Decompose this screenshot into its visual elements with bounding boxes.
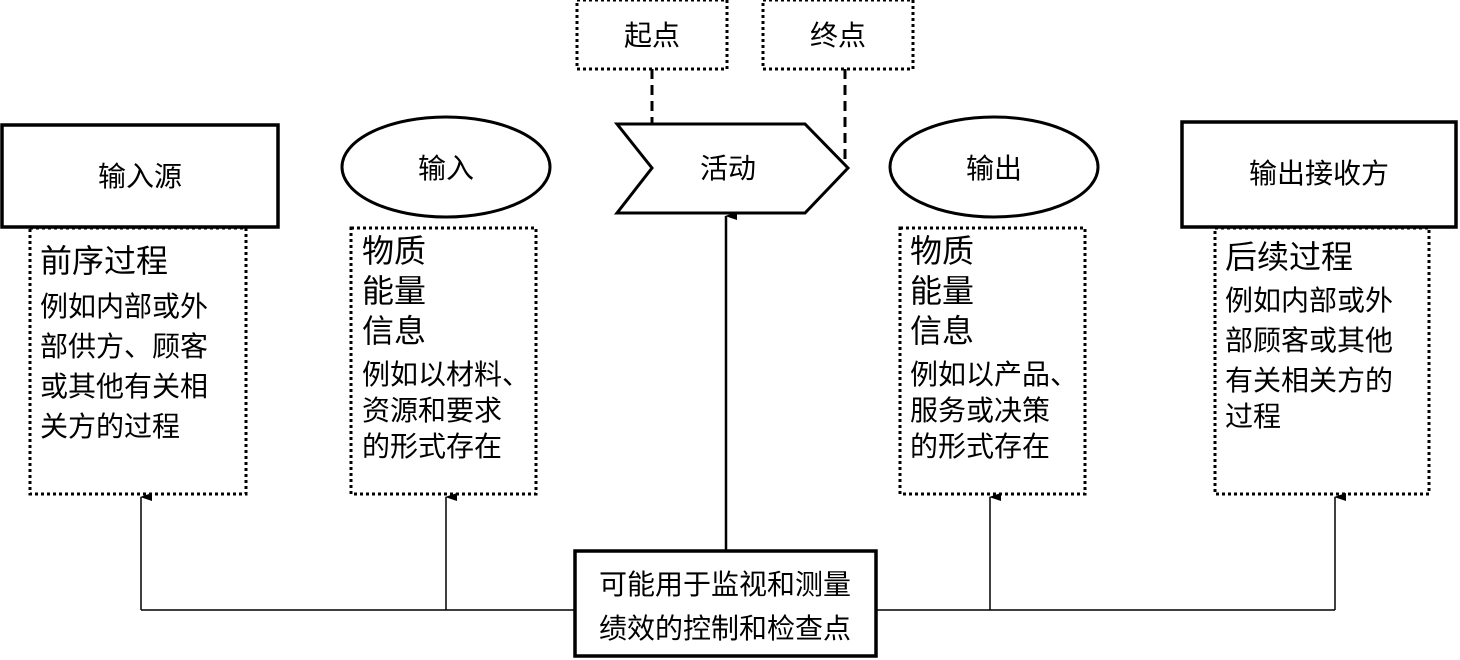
inputs-note: 物质 能量 信息 例如以材料、 资源和要求 的形式存在	[349, 226, 538, 496]
outputs-note: 物质 能量 信息 例如以产品、 服务或决策 的形式存在	[898, 226, 1087, 496]
start-point-node: 起点	[575, 0, 729, 71]
predecessor-heading: 前序过程	[40, 242, 168, 280]
successor-line-4: 过程	[1225, 400, 1281, 433]
successor-line-1: 例如内部或外	[1225, 284, 1393, 317]
input-node: 输入	[340, 115, 552, 219]
outputs-line-1: 例如以产品、	[910, 358, 1078, 391]
control-points-line-1: 可能用于监视和测量	[599, 568, 851, 601]
predecessor-line-3: 或其他有关相	[40, 370, 208, 403]
control-points-node: 可能用于监视和测量 绩效的控制和检查点	[573, 549, 878, 658]
predecessor-note: 前序过程 例如内部或外 部供方、顾客 或其他有关相 关方的过程	[28, 226, 248, 496]
activity-node: 活动	[613, 122, 851, 215]
successor-line-2: 部顾客或其他	[1225, 324, 1393, 357]
output-receiver-node: 输出接收方	[1180, 120, 1458, 229]
predecessor-line-2: 部供方、顾客	[40, 330, 208, 363]
output-receiver-label: 输出接收方	[1249, 157, 1389, 190]
start-point-label: 起点	[624, 19, 680, 52]
predecessor-line-1: 例如内部或外	[40, 290, 208, 323]
end-point-node: 终点	[761, 0, 915, 71]
outputs-heading-2: 能量	[910, 272, 974, 310]
inputs-line-2: 资源和要求	[362, 394, 502, 427]
input-source-label: 输入源	[98, 160, 182, 193]
output-node: 输出	[888, 115, 1100, 219]
successor-line-3: 有关相关方的	[1225, 364, 1393, 397]
outputs-line-3: 的形式存在	[910, 430, 1050, 463]
control-connectors	[140, 212, 1346, 611]
inputs-heading-2: 能量	[362, 272, 426, 310]
input-source-node: 输入源	[0, 123, 280, 229]
inputs-heading-1: 物质	[362, 232, 426, 270]
output-label: 输出	[966, 152, 1022, 185]
inputs-line-3: 的形式存在	[362, 430, 502, 463]
successor-heading: 后续过程	[1225, 238, 1353, 276]
successor-note: 后续过程 例如内部或外 部顾客或其他 有关相关方的 过程	[1213, 226, 1431, 496]
input-label: 输入	[418, 152, 474, 185]
outputs-heading-1: 物质	[910, 232, 974, 270]
inputs-line-1: 例如以材料、	[362, 358, 530, 391]
inputs-heading-3: 信息	[362, 312, 426, 350]
control-points-line-2: 绩效的控制和检查点	[599, 612, 851, 645]
activity-label: 活动	[700, 152, 756, 185]
outputs-line-2: 服务或决策	[910, 394, 1050, 427]
outputs-heading-3: 信息	[910, 312, 974, 350]
predecessor-line-4: 关方的过程	[40, 410, 180, 443]
end-point-label: 终点	[810, 19, 866, 52]
